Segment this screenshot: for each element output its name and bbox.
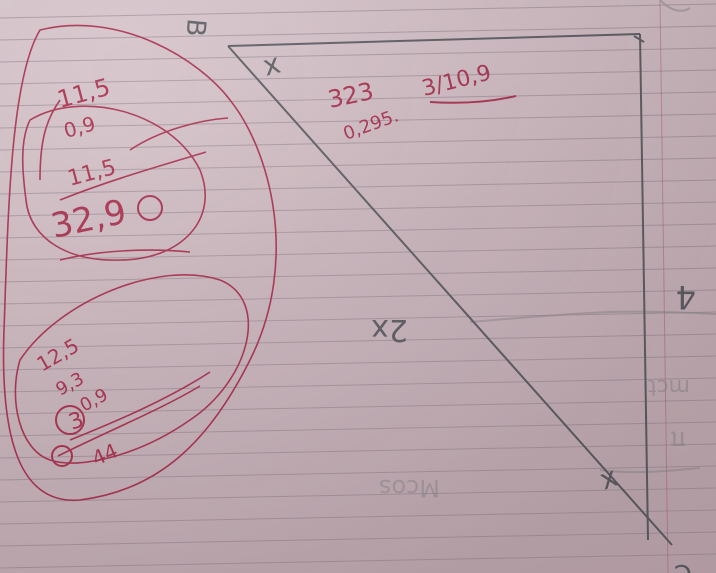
scribble-circle-1 [137,195,163,221]
bleed-through-writing: Mcos mct π [379,0,716,502]
calc-top-line3: 0,295. [341,105,402,144]
bleed-text-1: Mcos [379,474,440,502]
calc-top-line1: 323 [325,77,376,114]
vertex-b-label: B [179,17,210,37]
calc-left-line2: 0,9 [61,111,98,142]
scribble-circle-2 [55,405,85,435]
triangle-top-side [227,33,641,47]
inner-loop-bottom [14,274,250,464]
inner-loop-top [21,105,206,261]
angle-c-mark: x [595,460,622,497]
calc-left-bottom-result: 44 [88,438,121,470]
triangle-hypotenuse [227,45,673,546]
pencil-triangle [227,33,673,546]
triangle-right-side [639,33,649,541]
calc-top-line2: 3/10,9 [419,61,493,102]
vertex-c-label: C [674,558,692,573]
scribble-circle-3 [51,445,73,467]
top-calculation: 323 3/10,9 0,295. [325,61,517,145]
calc-left-line3: 11,5 [65,155,119,192]
outer-loop [2,24,277,501]
right-side-label: 4 [676,278,696,316]
left-calculation: 11,5 0,9 11,5 32,9 12,5 9,3 0,9 3 44 [33,73,163,471]
left-red-loops [2,24,277,501]
bleed-text-2: mct [647,374,690,399]
angle-b-mark: x [259,47,284,83]
hypotenuse-label: 2x [371,312,408,347]
calc-left-result: 32,9 [48,192,130,247]
right-angle-tick [633,35,645,43]
bleed-text-3: π [670,425,686,455]
margin-line [659,0,669,573]
